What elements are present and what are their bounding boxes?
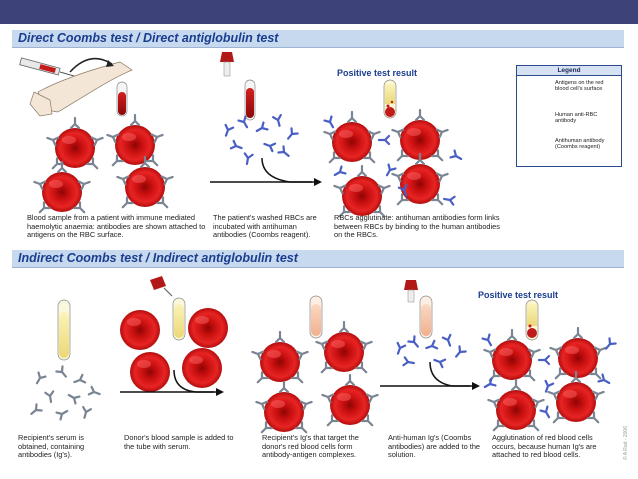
agglutinated-rbc-group bbox=[323, 110, 465, 219]
direct-positive-label: Positive test result bbox=[337, 68, 418, 78]
coombs-dropper-icon bbox=[404, 280, 433, 339]
legend-item-antihuman-antibody: Antihuman antibody (Coombs reagent) bbox=[555, 138, 605, 151]
credit-text: © A Rad - 2006 bbox=[623, 426, 629, 460]
serum-antibodies-cluster bbox=[27, 365, 103, 421]
direct-test-title: Direct Coombs test / Direct antiglobulin… bbox=[18, 31, 279, 45]
indirect-process-arrow bbox=[120, 369, 224, 396]
antibody-antigen-complex-group bbox=[251, 322, 379, 435]
direct-caption-1: Blood sample from a patient with immune … bbox=[27, 213, 206, 240]
indirect-caption-3: Recipient's Ig's that target the donor's… bbox=[262, 433, 359, 460]
indirect-positive-tube-icon bbox=[525, 299, 539, 341]
mixed-tube-icon bbox=[309, 295, 323, 339]
process-arrow bbox=[210, 157, 322, 186]
legend-item-human-antibody: Human anti-RBC antibody bbox=[555, 112, 598, 125]
indirect-agglutinated-rbc-group bbox=[481, 328, 617, 433]
image-credit: © A Rad - 2006 bbox=[623, 360, 633, 460]
direct-caption-3: RBCs agglutinate: antihuman antibodies f… bbox=[334, 213, 500, 240]
legend-box: Legend Antigens on the red blood cell's … bbox=[516, 65, 622, 167]
direct-test-header: Direct Coombs test / Direct antiglobulin… bbox=[12, 30, 624, 48]
indirect-test-header: Indirect Coombs test / Indirect antiglob… bbox=[12, 250, 624, 268]
dropper-tube-icon bbox=[220, 52, 256, 121]
direct-caption-2: The patient's washed RBCs are incubated … bbox=[213, 213, 317, 240]
indirect-caption-2: Donor's blood sample is added to the tub… bbox=[124, 433, 234, 451]
serum-tube-icon bbox=[57, 299, 71, 361]
indirect-caption-4: Anti-human Ig's (Coombs antibodies) are … bbox=[388, 433, 481, 460]
indirect-caption-5: Agglutination of red blood cells occurs,… bbox=[492, 433, 597, 460]
donor-blood-dropper-icon bbox=[150, 276, 186, 341]
positive-result-tube-icon bbox=[383, 79, 397, 119]
slide-top-bar bbox=[0, 0, 638, 24]
indirect-caption-1: Recipient's serum is obtained, containin… bbox=[18, 433, 85, 460]
rbc-with-antibodies-group bbox=[33, 115, 174, 215]
blood-tube-icon bbox=[116, 81, 128, 117]
coombs-process-arrow bbox=[380, 361, 480, 390]
indirect-test-title: Indirect Coombs test / Indirect antiglob… bbox=[18, 251, 298, 265]
antihuman-antibody-cluster bbox=[221, 114, 299, 166]
syringe-arm-icon bbox=[19, 57, 133, 117]
legend-title: Legend bbox=[517, 66, 621, 76]
indirect-positive-label: Positive test result bbox=[478, 290, 559, 300]
legend-item-antigen: Antigens on the red blood cell's surface bbox=[555, 80, 604, 93]
